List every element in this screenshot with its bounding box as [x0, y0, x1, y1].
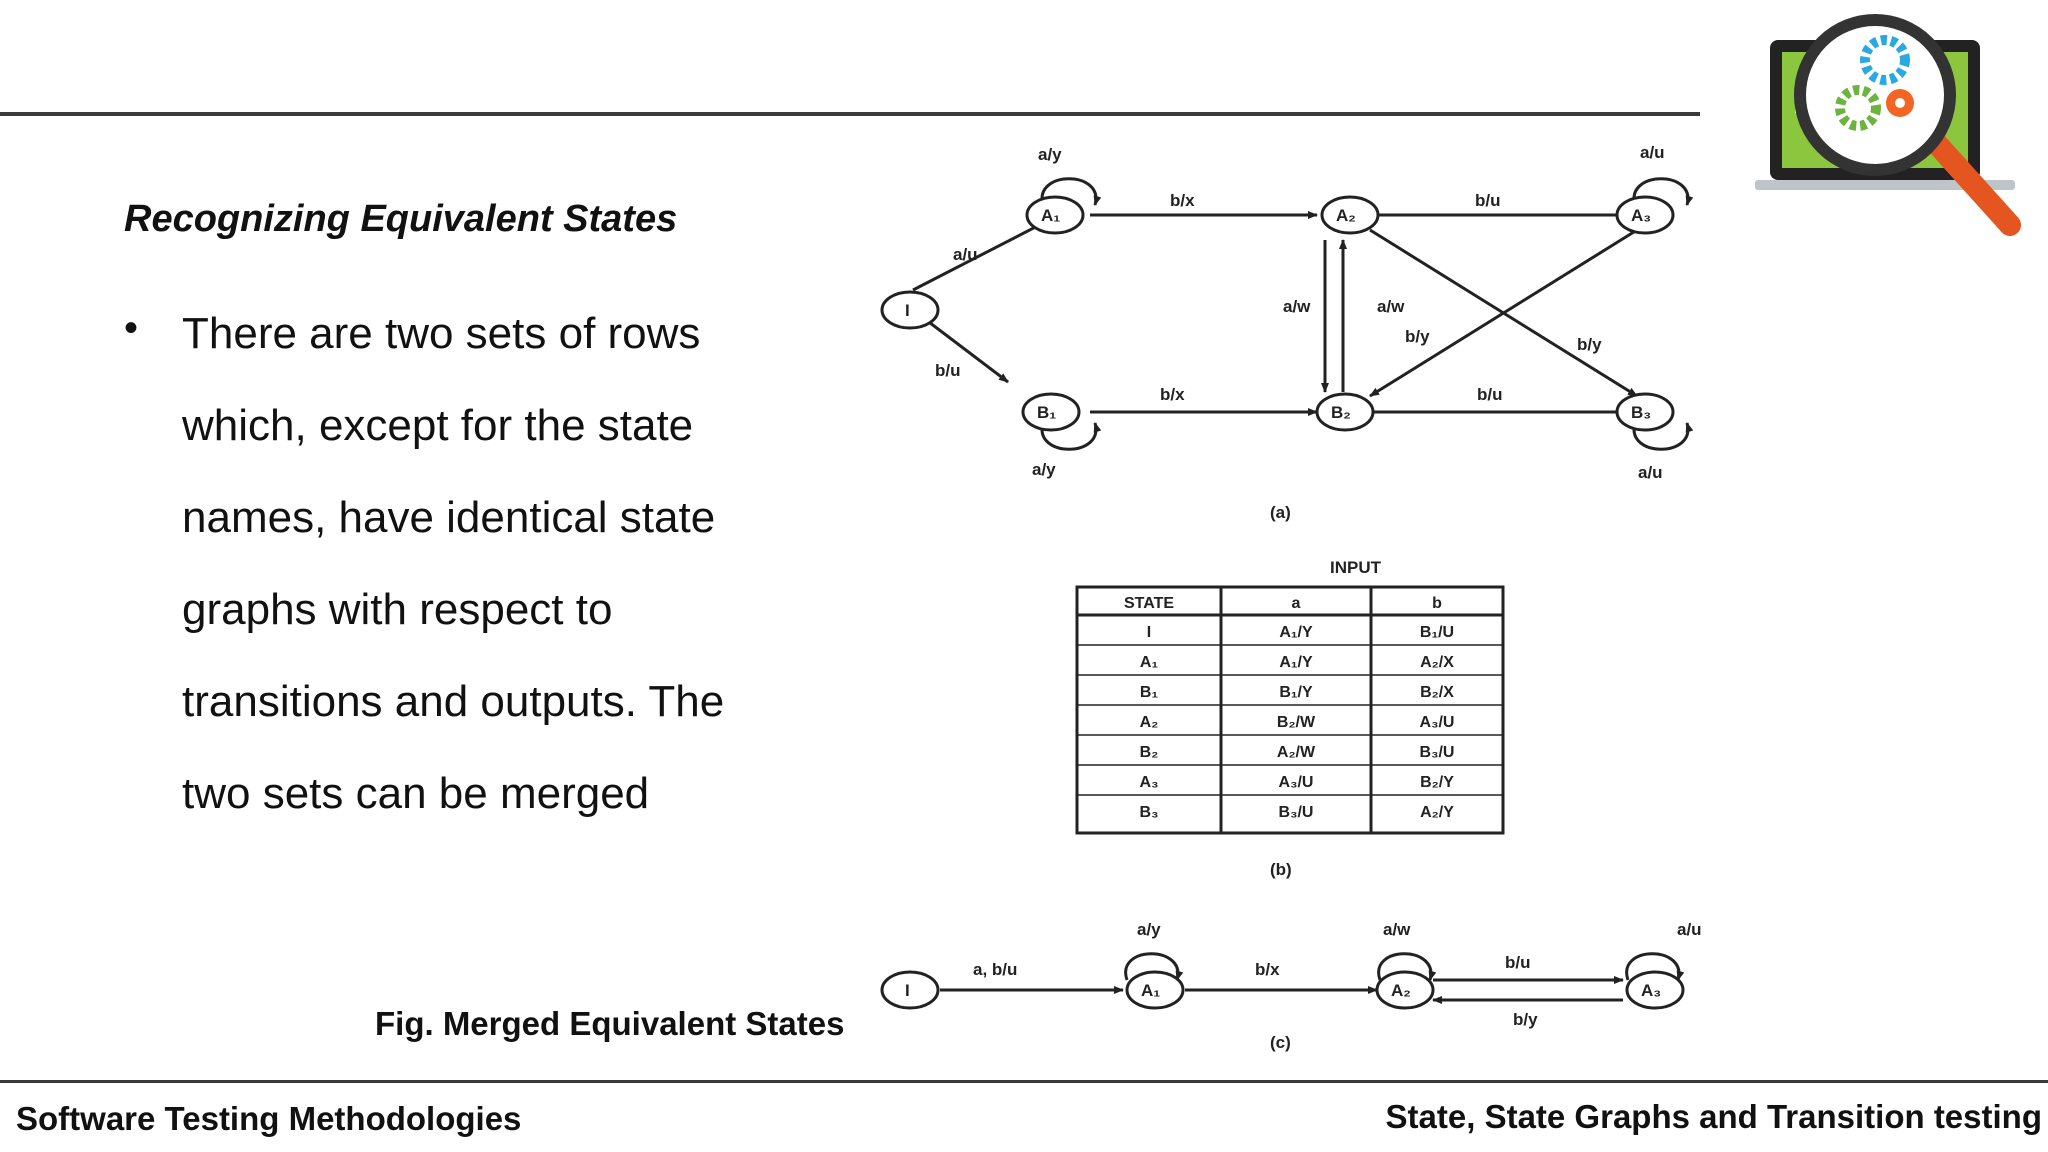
svg-text:a/w: a/w	[1283, 297, 1311, 316]
svg-text:b/u: b/u	[935, 361, 961, 380]
slide-subtitle: Recognizing Equivalent States	[124, 198, 678, 240]
svg-text:b/y: b/y	[1405, 327, 1430, 346]
bullet-icon: •	[124, 306, 139, 350]
svg-text:b/u: b/u	[1475, 191, 1501, 210]
svg-text:A₁: A₁	[1041, 206, 1060, 225]
svg-text:b/x: b/x	[1160, 385, 1185, 404]
table-cell: A₂	[1140, 714, 1159, 731]
footer-topic-title: State, State Graphs and Transition testi…	[1385, 1098, 2042, 1135]
state-graph-figure: I A₁ B₁ A₂ B₂ A₃ B₃ a/u b/u a/y a/y b/x …	[880, 143, 1702, 1052]
table-cell: A₂/Y	[1420, 804, 1454, 821]
table-cell: A₃/U	[1420, 714, 1455, 731]
table-cell: I	[1147, 624, 1151, 641]
svg-text:b/u: b/u	[1477, 385, 1503, 404]
graph-a-label: (a)	[1270, 503, 1291, 522]
svg-text:A₃: A₃	[1641, 981, 1661, 1000]
svg-text:a/y: a/y	[1137, 920, 1161, 939]
table-cell: B₂/X	[1420, 684, 1454, 701]
table-cell: B₂/W	[1277, 714, 1316, 731]
table-cell: B₂/Y	[1420, 774, 1454, 791]
svg-text:a/w: a/w	[1383, 920, 1411, 939]
table-cell: A₁/Y	[1279, 624, 1313, 641]
table-input-header: INPUT	[1330, 558, 1382, 577]
svg-text:B₂: B₂	[1331, 403, 1351, 422]
graph-c-label: (c)	[1270, 1033, 1291, 1052]
svg-text:a/u: a/u	[1638, 463, 1663, 482]
svg-text:b/y: b/y	[1513, 1010, 1538, 1029]
magnifier-gears-icon	[1755, 14, 2021, 236]
svg-text:B₁: B₁	[1037, 403, 1056, 422]
table-cell: A₃/U	[1279, 774, 1314, 791]
table-cell: A₂/X	[1420, 654, 1454, 671]
svg-text:a/u: a/u	[1677, 920, 1702, 939]
bullet-text: There are two sets of rows which, except…	[182, 309, 725, 818]
table-cell: A₂/W	[1277, 744, 1316, 761]
svg-text:a, b/u: a, b/u	[973, 960, 1017, 979]
svg-text:b/x: b/x	[1255, 960, 1280, 979]
svg-text:A₃: A₃	[1631, 206, 1651, 225]
table-header-cell: b	[1432, 595, 1442, 612]
table-cell: B₃/U	[1420, 744, 1455, 761]
svg-text:a/w: a/w	[1377, 297, 1405, 316]
table-cell: A₃	[1140, 774, 1159, 791]
svg-text:b/y: b/y	[1577, 335, 1602, 354]
svg-text:A₂: A₂	[1391, 981, 1411, 1000]
svg-text:a/u: a/u	[953, 245, 978, 264]
table-cell: B₃/U	[1279, 804, 1314, 821]
svg-text:I: I	[905, 301, 910, 320]
bottom-divider	[0, 1080, 2048, 1083]
svg-text:a/u: a/u	[1640, 143, 1665, 162]
svg-text:B₃: B₃	[1631, 403, 1651, 422]
svg-text:b/u: b/u	[1505, 953, 1531, 972]
footer-course-title: Software Testing Methodologies	[16, 1100, 522, 1137]
table-cell: B₃	[1140, 804, 1159, 821]
table-header-cell: STATE	[1124, 595, 1174, 612]
table-header-cell: a	[1292, 595, 1301, 612]
table-cell: A₁	[1140, 654, 1159, 671]
table-b-label: (b)	[1270, 860, 1292, 879]
svg-text:b/x: b/x	[1170, 191, 1195, 210]
svg-text:A₂: A₂	[1336, 206, 1356, 225]
top-divider	[0, 112, 1700, 116]
table-cell: B₁/Y	[1279, 684, 1313, 701]
svg-text:I: I	[905, 981, 910, 1000]
figure-caption: Fig. Merged Equivalent States	[375, 1005, 845, 1042]
table-cell: B₁	[1140, 684, 1159, 701]
table-cell: B₂	[1140, 744, 1159, 761]
table-cell: A₁/Y	[1279, 654, 1313, 671]
table-cell: B₁/U	[1420, 624, 1454, 641]
svg-text:A₁: A₁	[1141, 981, 1160, 1000]
svg-text:a/y: a/y	[1032, 460, 1056, 479]
svg-text:a/y: a/y	[1038, 145, 1062, 164]
